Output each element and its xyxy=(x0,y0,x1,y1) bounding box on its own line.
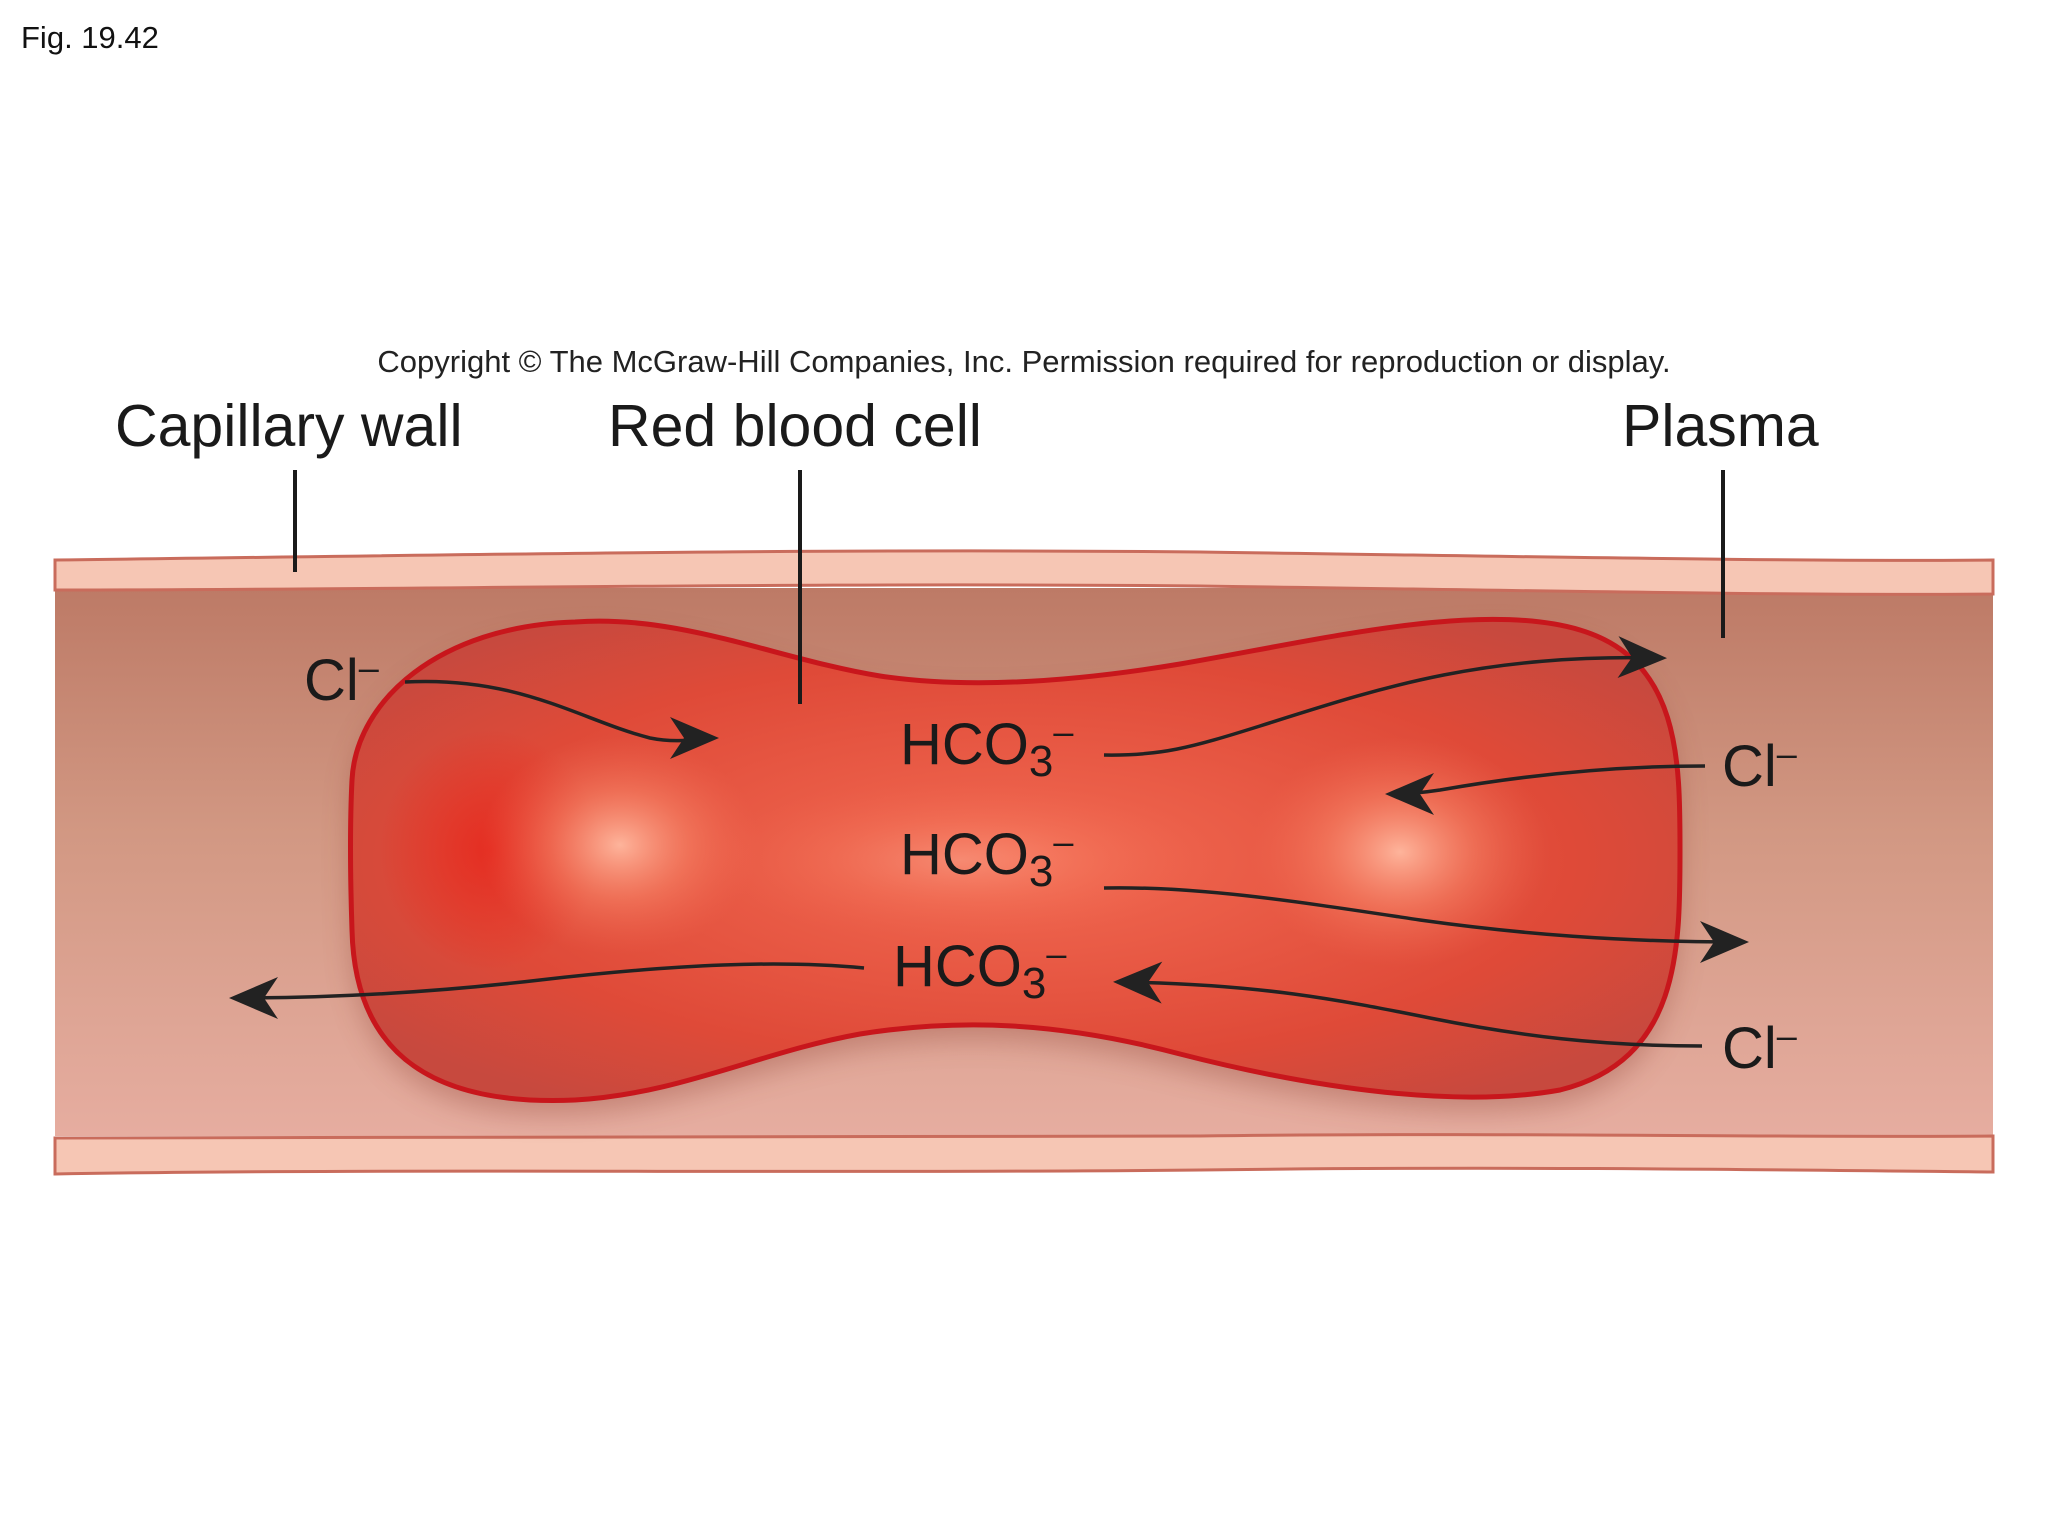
ion-cl-left: Cl– xyxy=(304,647,379,713)
arrow-hco3-out-right xyxy=(1103,886,1749,963)
arrow-cl-into-cell xyxy=(404,679,719,760)
arrow-cl-into-cell-right xyxy=(1385,764,1706,815)
plasma-label: Plasma xyxy=(1622,393,1819,459)
arrow-hco3-out-left xyxy=(229,962,865,1019)
arrow-hco3-out-top xyxy=(1103,636,1667,757)
figure-label: Fig. 19.42 xyxy=(21,20,159,55)
arrow-cl-into-cell-bottom xyxy=(1113,961,1703,1048)
capillary-wall-bottom xyxy=(53,1133,1995,1176)
capillary-wall-label: Capillary wall xyxy=(115,393,463,459)
ion-hco3-bottom: HCO3– xyxy=(893,933,1067,1008)
ion-hco3-top: HCO3– xyxy=(900,711,1074,786)
ion-hco3-middle: HCO3– xyxy=(900,821,1074,896)
red-blood-cell-label: Red blood cell xyxy=(608,393,982,459)
ion-cl-right-bottom: Cl– xyxy=(1722,1015,1797,1081)
ion-cl-right-top: Cl– xyxy=(1722,733,1797,799)
capillary-wall-top xyxy=(53,549,1995,596)
copyright-notice: Copyright © The McGraw-Hill Companies, I… xyxy=(377,344,1671,379)
